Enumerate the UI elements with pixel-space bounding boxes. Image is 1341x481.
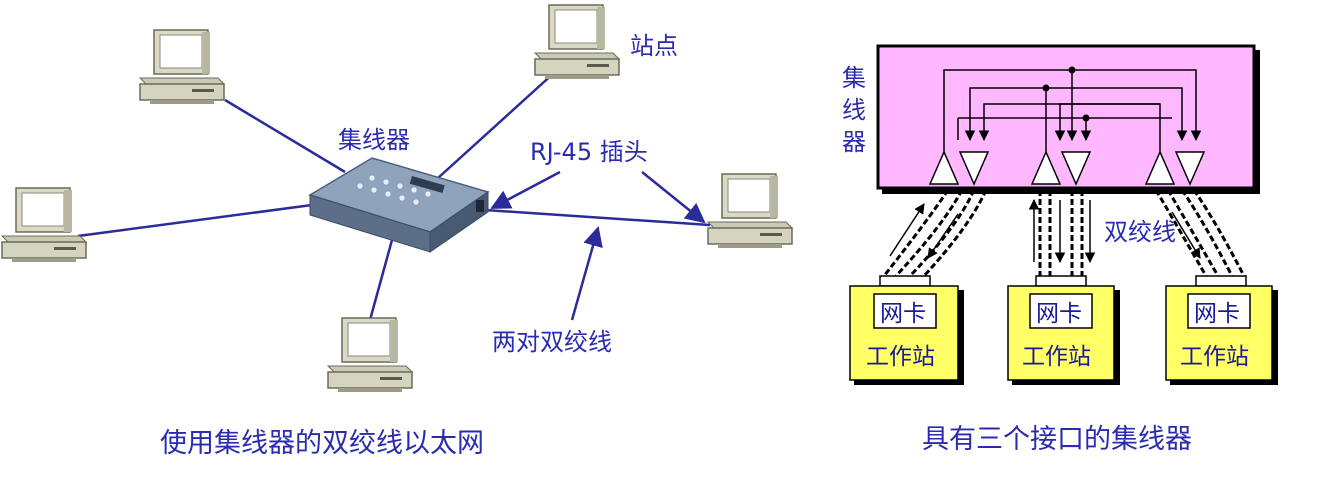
rj45-arrow-left [490,170,561,210]
computer-icon [139,29,225,105]
signal-arrows [889,198,1201,264]
nic-label: 网卡 [880,301,926,327]
link-bottom [368,239,394,321]
twisted-pair-label: 双绞线 [1104,218,1176,246]
computer-icon [707,173,793,249]
hub-label: 集线器 [338,126,410,154]
twisted-pair-arrow [570,226,603,321]
nic-label: 网卡 [1194,301,1240,327]
hub-char: 线 [842,96,866,124]
link-top-right [437,71,556,179]
link-left [77,203,313,238]
twisted-pair-label: 两对双绞线 [492,328,612,356]
left-caption: 使用集线器的双绞线以太网 [160,428,484,459]
workstation-label: 工作站 [1022,344,1091,370]
hub-char: 集 [842,64,866,92]
left-diagram: 站点 集线器 RJ-45 插头 两对双绞线 使用集线器的双绞线以太网 [1,4,793,459]
computer-icon [534,4,620,80]
workstation-label: 工作站 [866,344,935,370]
hub-device-icon [308,157,490,253]
hub-char: 器 [842,128,866,156]
triangle-amplifier-icon [928,150,1206,186]
computer-icon [1,187,87,263]
rj45-label: RJ-45 插头 [530,138,648,166]
right-caption: 具有三个接口的集线器 [922,424,1192,455]
workstation: 网卡 工作站 [1165,275,1278,385]
twisted-pair-cables [882,189,1246,278]
rj45-arrow-right [641,171,706,224]
link-top-left [224,98,346,174]
workstation: 网卡 工作站 [849,275,964,385]
computer-icon [327,317,413,393]
station-label: 站点 [630,32,678,60]
workstation-label: 工作站 [1180,344,1249,370]
nic-label: 网卡 [1036,301,1082,327]
workstation: 网卡 工作站 [1007,275,1120,385]
link-right [484,208,711,227]
right-diagram: 集 线 器 [842,44,1278,455]
